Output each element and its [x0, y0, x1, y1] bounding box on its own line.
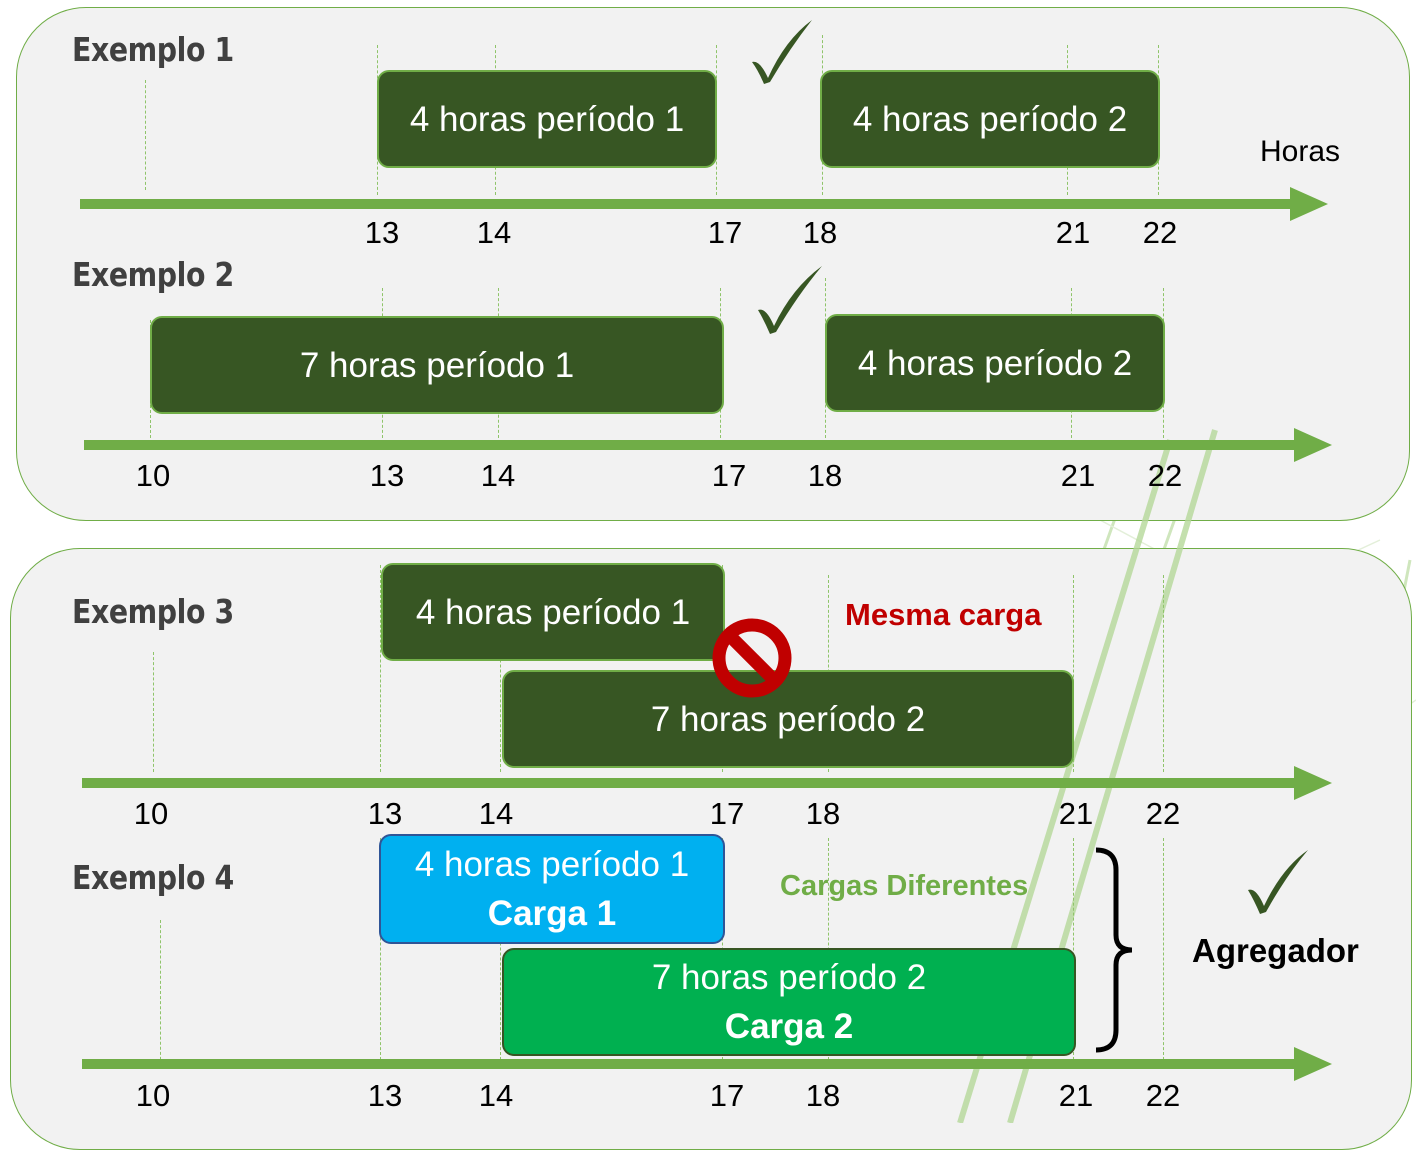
- example-2-title: Exemplo 2: [72, 255, 234, 294]
- tick-label: 14: [480, 458, 516, 493]
- tick-label: 10: [133, 796, 169, 831]
- gridline: [160, 920, 161, 1065]
- example-4-title: Exemplo 4: [72, 858, 234, 897]
- bar-label: 4 horas período 2: [857, 343, 1133, 383]
- tick-label: 22: [1147, 458, 1183, 493]
- example-1-period-2-bar: 4 horas período 2: [820, 70, 1160, 168]
- tick-label: 18: [805, 796, 841, 831]
- check-icon: [758, 266, 822, 334]
- gridline: [153, 652, 154, 772]
- bar-label: 4 horas período 1: [409, 99, 685, 139]
- check-icon: [752, 20, 812, 84]
- tick-label: 21: [1060, 458, 1096, 493]
- example-2-period-2-bar: 4 horas período 2: [825, 314, 1165, 412]
- gridline: [145, 80, 146, 190]
- tick-label: 14: [476, 215, 512, 250]
- gridline: [1163, 575, 1164, 772]
- tick-label: 17: [709, 1078, 745, 1113]
- bar-label: 4 horas período 2: [852, 99, 1128, 139]
- tick-label: 21: [1058, 1078, 1094, 1113]
- tick-label: 14: [478, 1078, 514, 1113]
- tick-label: 13: [367, 1078, 403, 1113]
- tick-label: 10: [135, 458, 171, 493]
- bar-load-label: Carga 1: [487, 894, 617, 933]
- example-3-axis-arrow: [82, 766, 1332, 800]
- tick-label: 17: [707, 215, 743, 250]
- check-icon: [1248, 850, 1308, 914]
- prohibited-icon: [712, 618, 792, 698]
- tick-label: 13: [367, 796, 403, 831]
- right-brace-icon: [1095, 847, 1133, 1053]
- example-3-title: Exemplo 3: [72, 592, 234, 631]
- gridline: [1073, 838, 1074, 1065]
- example-1-title: Exemplo 1: [72, 30, 234, 69]
- example-2-axis-arrow: [84, 428, 1332, 462]
- tick-label: 22: [1142, 215, 1178, 250]
- tick-label: 13: [369, 458, 405, 493]
- note-mesma-carga: Mesma carga: [845, 597, 1042, 632]
- gridline: [1073, 575, 1074, 772]
- bar-label: 4 horas período 1: [414, 845, 690, 884]
- bar-label: 7 horas período 2: [651, 958, 927, 997]
- aggregator-label: Agregador: [1192, 932, 1359, 969]
- tick-label: 10: [135, 1078, 171, 1113]
- bar-label: 7 horas período 1: [299, 345, 575, 385]
- tick-label: 13: [364, 215, 400, 250]
- bar-label: 4 horas período 1: [415, 592, 691, 632]
- bar-load-label: Carga 2: [724, 1007, 854, 1046]
- tick-label: 22: [1145, 1078, 1181, 1113]
- gridline: [380, 565, 381, 772]
- gridline: [380, 838, 381, 1065]
- tick-label: 22: [1145, 796, 1181, 831]
- gridline: [500, 838, 501, 1065]
- tick-label: 18: [805, 1078, 841, 1113]
- example-2-period-1-bar: 7 horas período 1: [150, 316, 724, 414]
- bar-label: 7 horas período 2: [650, 699, 926, 739]
- gridline: [1163, 838, 1164, 1065]
- axis-label-horas: Horas: [1260, 135, 1341, 168]
- example-4-carga-1-bar: 4 horas período 1 Carga 1: [379, 834, 725, 944]
- tick-label: 18: [807, 458, 843, 493]
- tick-label: 17: [709, 796, 745, 831]
- tick-label: 18: [802, 215, 838, 250]
- gridline: [500, 565, 501, 772]
- tick-label: 14: [478, 796, 514, 831]
- example-4-carga-2-bar: 7 horas período 2 Carga 2: [502, 948, 1076, 1056]
- tick-label: 21: [1058, 796, 1094, 831]
- example-1-period-1-bar: 4 horas período 1: [377, 70, 717, 168]
- example-1-axis-arrow: [80, 187, 1328, 221]
- note-cargas-diferentes: Cargas Diferentes: [780, 870, 1029, 902]
- tick-label: 17: [711, 458, 747, 493]
- example-3-period-1-bar: 4 horas período 1: [381, 563, 725, 661]
- example-4-axis-arrow: [82, 1047, 1332, 1081]
- tick-label: 21: [1055, 215, 1091, 250]
